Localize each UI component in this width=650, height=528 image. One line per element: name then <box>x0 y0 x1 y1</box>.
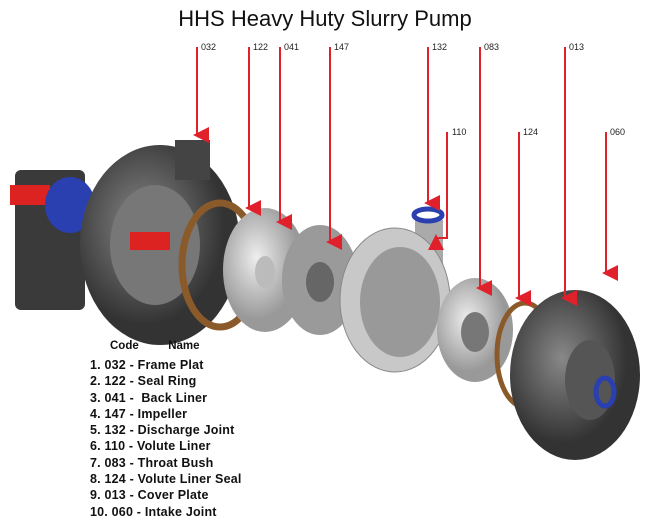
legend-item: 8. 124 - Volute Liner Seal <box>90 472 242 487</box>
diagram-title: HHS Heavy Huty Slurry Pump <box>178 6 472 31</box>
throat-bush <box>437 278 513 382</box>
legend-item: 6. 110 - Volute Liner <box>90 439 211 454</box>
callout-147: 147 <box>334 42 349 52</box>
legend-item: 2. 122 - Seal Ring <box>90 374 197 389</box>
legend-item: 10. 060 - Intake Joint <box>90 504 217 519</box>
legend-header-name: Name <box>168 340 200 352</box>
callout-arrows <box>193 47 618 306</box>
cover-plate <box>510 290 640 460</box>
arrow-110 <box>428 132 448 250</box>
legend-header-code: Code <box>110 340 139 352</box>
frame-plate <box>10 140 240 345</box>
callout-032: 032 <box>201 42 216 52</box>
callout-122: 122 <box>253 42 268 52</box>
callout-060: 060 <box>610 127 625 137</box>
impeller <box>282 225 358 335</box>
legend-item: 7. 083 - Throat Bush <box>90 455 214 470</box>
discharge-joint <box>411 206 445 224</box>
callout-124: 124 <box>523 127 538 137</box>
callout-041: 041 <box>284 42 299 52</box>
legend-item: 5. 132 - Discharge Joint <box>90 423 235 438</box>
legend-item: 4. 147 - Impeller <box>90 406 188 421</box>
callout-132: 132 <box>432 42 447 52</box>
volute-liner <box>339 220 451 373</box>
legend-item: 3. 041 - Back Liner <box>90 390 208 405</box>
intake-joint <box>593 375 617 409</box>
callout-110: 110 <box>452 127 466 137</box>
legend-item: 1. 032 - Frame Plat <box>90 358 204 372</box>
callout-013: 013 <box>569 42 584 52</box>
legend-item: 9. 013 - Cover Plate <box>90 488 209 503</box>
callout-083: 083 <box>484 42 499 52</box>
parts-legend: Code Name 1. 032 - Frame Plat 2. 122 - S… <box>90 340 242 520</box>
